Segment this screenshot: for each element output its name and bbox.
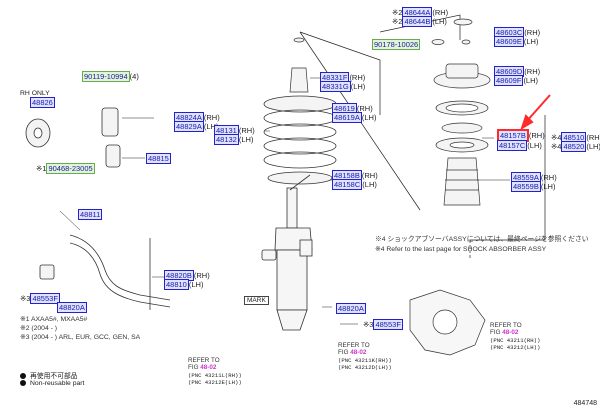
part-label-48157B[interactable]: 48157B(RH)	[497, 129, 545, 142]
part-label-48603C[interactable]: 48603C(RH)	[494, 27, 541, 38]
part-label-48131[interactable]: 48131(RH)	[214, 125, 255, 136]
non-reusable-dot-icon	[20, 373, 26, 380]
part-label-48132[interactable]: 48132(LH)	[214, 134, 254, 145]
mark-label: MARK	[244, 296, 269, 305]
legend-reuse-en: Non-reusable part	[20, 380, 84, 387]
part-label-48609F[interactable]: 48609F(LH)	[494, 75, 539, 86]
drawing-number: 484748	[573, 400, 597, 407]
legend-reuse-jp: 再使用不可部品	[20, 370, 78, 380]
part-label-48331G[interactable]: 48331G(LH)	[320, 81, 366, 92]
steering-knuckle	[409, 289, 486, 356]
part-label-48157C[interactable]: 48157C(LH)	[497, 140, 542, 151]
part-label-48609E[interactable]: 48609E(LH)	[494, 36, 539, 47]
non-reusable-dot-icon	[20, 380, 26, 387]
note-2: ※2 (2004 - )	[20, 325, 58, 332]
refer-block-2[interactable]: REFER TO FIG 48-02 (PNC 43211K(RH)) (PNC…	[338, 342, 392, 372]
upper-mount-assembly	[431, 18, 491, 206]
coil-spring	[263, 95, 337, 185]
refer-block-1[interactable]: REFER TO FIG 48-02 (PNC 43211(RH)) (PNC …	[490, 322, 541, 352]
part-label-90178[interactable]: 90178-10026	[372, 39, 421, 50]
note-1: ※1 AXAA5#, MXAA5#	[20, 316, 88, 323]
part-label-48810[interactable]: 48810(LH)	[164, 279, 204, 290]
part-label-48811[interactable]: 48811	[78, 209, 103, 220]
part-label-48559A[interactable]: 48559A(RH)	[511, 172, 557, 183]
shock-absorber-note-en: ※4 Refer to the last page for SHOCK ABSO…	[375, 246, 547, 253]
shock-absorber	[261, 174, 313, 331]
part-label-48815[interactable]: 48815	[146, 153, 171, 164]
part-label-48158B[interactable]: 48158B(RH)	[332, 170, 378, 181]
part-label-48559B[interactable]: 48559B(LH)	[511, 181, 556, 192]
note-3: ※3 (2004 - ) ARL, EUR, GCC, GEN, SA	[20, 334, 141, 341]
refer-block-3[interactable]: REFER TO FIG 48-02 (PNC 43211L(RH)) (PNC…	[188, 357, 242, 387]
part-label-48824A[interactable]: 48824A(RH)	[174, 112, 220, 123]
bump-stopper	[289, 37, 309, 93]
part-label-48619A[interactable]: 48619A(LH)	[332, 112, 377, 123]
part-label-48826[interactable]: 48826	[30, 97, 55, 108]
rh-only-label: RH ONLY	[20, 90, 50, 97]
part-label-48820B[interactable]: 48820B(RH)	[164, 270, 210, 281]
highlight-arrow	[520, 94, 551, 131]
part-label-48609D[interactable]: 48609D(RH)	[494, 66, 541, 77]
part-label-48619[interactable]: 48619(RH)	[332, 103, 373, 114]
stabilizer-bar	[25, 107, 171, 310]
part-label-48331F[interactable]: 48331F(RH)	[320, 72, 366, 83]
part-label-48158C[interactable]: 48158C(LH)	[332, 179, 377, 190]
part-label-48820A-left[interactable]: 48820A	[57, 302, 87, 313]
part-label-48829A[interactable]: 48829A(LH)	[174, 121, 219, 132]
part-label-90119[interactable]: 90119-10994(4)	[82, 71, 139, 82]
part-label-48820A-mid[interactable]: 48820A	[336, 303, 366, 314]
shock-absorber-note-jp: ※4 ショックアブソーバASSYについては、最終ページを参照ください	[375, 236, 589, 243]
